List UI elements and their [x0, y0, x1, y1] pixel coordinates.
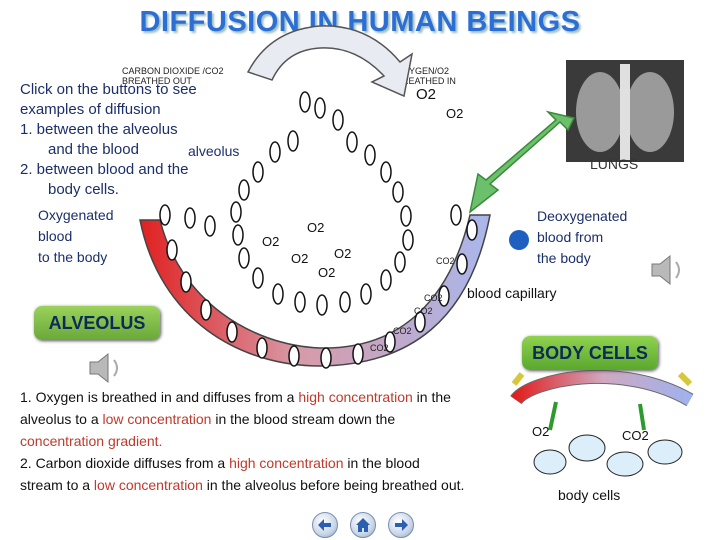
o2-in-label: OXYGEN/O2 BREATHED IN [396, 66, 456, 86]
o2-label: O2 [416, 86, 437, 103]
instruction-line: 1. between the alveolus [20, 121, 178, 138]
home-icon[interactable] [350, 512, 376, 538]
explanation: 1. Oxygen is breathed in and diffuses fr… [20, 386, 466, 496]
highlight: low concentration [93, 477, 203, 493]
co2-label: CO2 [436, 256, 455, 266]
instruction-line: Click on the buttons to see [20, 81, 197, 98]
capillary-cells [159, 204, 478, 369]
lungs-label: LUNGS [590, 156, 639, 172]
explanation-paragraph-2: 2. Carbon dioxide diffuses from a high c… [20, 452, 466, 496]
instruction-line: and the blood [48, 141, 139, 158]
body-cells-diagram [533, 434, 683, 477]
oxygenated-label: Oxygenated blood to the body [38, 205, 114, 268]
o2-label: O2 [334, 246, 352, 261]
text-run: 1. Oxygen is breathed in and diffuses fr… [20, 389, 299, 405]
co2-label: CO2 [370, 343, 389, 353]
highlight: high concentration [229, 455, 344, 471]
body-cells-caption: body cells [558, 487, 621, 503]
body-cells-button[interactable]: BODY CELLS [522, 336, 658, 370]
instructions: Click on the buttons to see examples of … [20, 80, 250, 200]
oxygenated-line: Oxygenated [38, 207, 114, 223]
text-run: in the blood stream down the [211, 411, 396, 427]
co2-label: CO2 [622, 428, 649, 443]
instruction-line: body cells. [48, 181, 119, 198]
co2-label: CO2 [424, 293, 443, 303]
o2-label: O2 [532, 424, 550, 439]
o2-label: O2 [307, 220, 325, 235]
speaker-icon[interactable] [86, 350, 126, 391]
speaker-icon[interactable] [648, 250, 688, 295]
text-run: . [158, 433, 163, 449]
oxygenated-line: blood [38, 228, 73, 244]
text-run: in the alveolus to a [20, 389, 451, 427]
oxygenated-line: to the body [38, 249, 108, 265]
deoxygenated-line: Deoxygenated [537, 208, 628, 224]
text-run: in the alveolus before being breathed ou… [202, 477, 465, 493]
o2-label: O2 [446, 106, 464, 121]
co2-label: CO2 [393, 326, 412, 336]
instruction-line: examples of diffusion [20, 101, 161, 118]
o2-label: O2 [291, 251, 309, 266]
co2-label: CO2 [414, 306, 433, 316]
o2-label: O2 [262, 234, 280, 249]
co2-out-label: CARBON DIOXIDE /CO2 BREATHED OUT [122, 66, 224, 86]
alveolus-button[interactable]: ALVEOLUS [34, 306, 160, 340]
alveolus-label: alveolus [188, 143, 240, 159]
explanation-paragraph-1: 1. Oxygen is breathed in and diffuses fr… [20, 386, 466, 452]
capillary-label: blood capillary [467, 285, 557, 301]
blood-cell [509, 230, 529, 250]
deoxygenated-line: the body [537, 250, 591, 266]
blood-capillary [139, 214, 491, 367]
deoxygenated-line: blood from [537, 229, 604, 245]
lungs-pointer-arrow [468, 110, 576, 214]
back-arrow-icon[interactable] [312, 512, 338, 538]
forward-arrow-icon[interactable] [388, 512, 414, 538]
o2-label: O2 [318, 265, 336, 280]
highlight: low concentration [102, 411, 212, 427]
instruction-line: 2. between blood and the [20, 161, 189, 178]
alveolus-wall [230, 91, 414, 316]
highlight: high concentration [298, 389, 413, 405]
deoxygenated-label: Deoxygenated blood from the body [537, 206, 627, 269]
breathing-arrow [246, 25, 414, 98]
text-run: 2. Carbon dioxide diffuses from a [20, 455, 230, 471]
text-run: in the blood stream to a [20, 455, 420, 493]
highlight: concentration gradient [20, 433, 159, 449]
